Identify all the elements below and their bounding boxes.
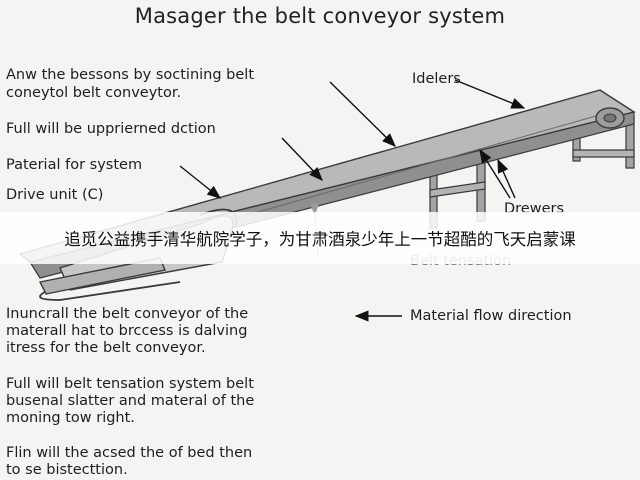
leg-cross-mid — [429, 181, 486, 198]
caption-banner-text: 追觅公益携手清华航院学子，为甘肃酒泉少年上一节超酷的飞天启蒙课 — [64, 230, 576, 249]
paragraph-3: Flin will the acsed the of bed then to s… — [6, 445, 253, 478]
belt-top-edge — [229, 111, 611, 221]
annotation-arrows — [179, 79, 526, 322]
label-material: Paterial for system — [6, 157, 143, 173]
leg-cross-right — [572, 149, 635, 158]
arrow-material — [179, 165, 222, 199]
label-belt-conveyor-line2: coneytol belt conveytor. — [6, 85, 182, 101]
label-idelers: Idelers — [412, 71, 461, 87]
label-upper-direction: Full will be upprierned dction — [6, 121, 216, 137]
arrow-idelers — [454, 79, 526, 109]
arrow-drewers-2 — [497, 158, 516, 199]
label-belt-conveyor-line1: Anw the bessons by soctining belt — [6, 67, 255, 83]
paragraph-2: Full will belt tensation system belt bus… — [6, 376, 255, 426]
label-drive-unit: Drive unit (C) — [6, 187, 104, 203]
arrow-upper-direction — [281, 137, 323, 182]
diagram-title: Masager the belt conveyor system — [134, 4, 506, 28]
label-material-flow: Material flow direction — [410, 308, 572, 324]
tail-pulley — [595, 107, 625, 129]
arrow-belt-conveyor — [329, 81, 396, 147]
caption-banner — [0, 212, 640, 264]
arrow-drewers-1 — [479, 148, 511, 199]
paragraph-1: Inuncrall the belt conveyor of the mater… — [6, 306, 249, 356]
